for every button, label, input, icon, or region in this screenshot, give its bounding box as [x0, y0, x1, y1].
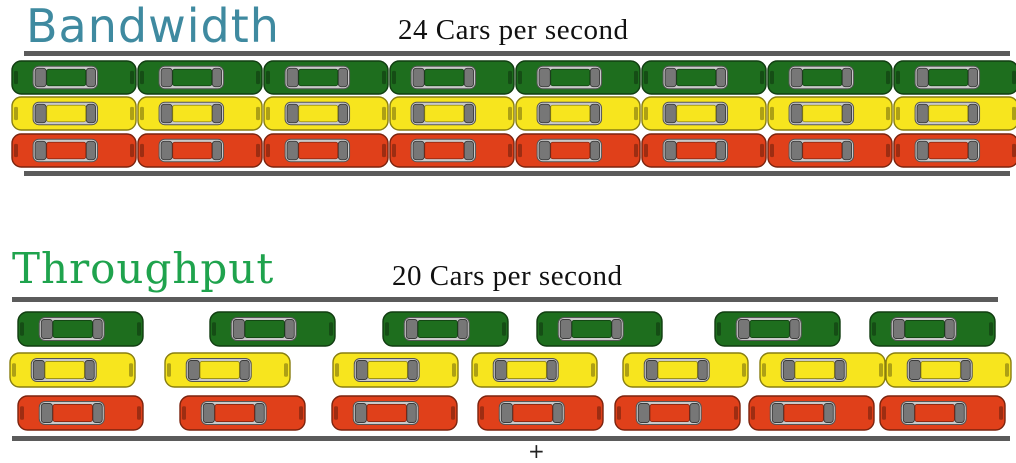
car-yellow — [11, 96, 137, 131]
throughput-road-top-line — [12, 297, 998, 302]
car-red — [17, 395, 144, 431]
car-green — [209, 311, 336, 347]
car-green — [382, 311, 509, 347]
car-green — [137, 60, 263, 95]
car-green — [767, 60, 893, 95]
car-green — [389, 60, 515, 95]
car-green — [536, 311, 663, 347]
car-green — [714, 311, 841, 347]
car-green — [893, 60, 1016, 95]
car-red — [748, 395, 875, 431]
car-red — [331, 395, 458, 431]
car-yellow — [332, 352, 459, 388]
car-red — [11, 133, 137, 168]
car-yellow — [622, 352, 749, 388]
car-yellow — [641, 96, 767, 131]
car-red — [879, 395, 1006, 431]
car-green — [869, 311, 996, 347]
car-green — [17, 311, 144, 347]
car-green — [11, 60, 137, 95]
car-yellow — [389, 96, 515, 131]
car-red — [179, 395, 306, 431]
car-yellow — [9, 352, 136, 388]
throughput-road-bottom-line — [12, 436, 1010, 441]
car-red — [767, 133, 893, 168]
car-yellow — [137, 96, 263, 131]
car-yellow — [893, 96, 1016, 131]
car-yellow — [515, 96, 641, 131]
bottom-mark: + — [528, 439, 545, 463]
car-red — [893, 133, 1016, 168]
car-red — [515, 133, 641, 168]
bandwidth-road-bottom-line — [24, 171, 1010, 176]
car-yellow — [885, 352, 1012, 388]
car-yellow — [767, 96, 893, 131]
bandwidth-rate: 24 Cars per second — [398, 14, 629, 46]
car-red — [263, 133, 389, 168]
bandwidth-cars — [11, 60, 1016, 168]
car-red — [477, 395, 604, 431]
car-red — [641, 133, 767, 168]
car-yellow — [263, 96, 389, 131]
car-yellow — [471, 352, 598, 388]
car-yellow — [164, 352, 291, 388]
throughput-title: Throughput — [12, 244, 275, 293]
throughput-cars — [9, 311, 1012, 431]
car-green — [263, 60, 389, 95]
car-yellow — [759, 352, 886, 388]
car-red — [137, 133, 263, 168]
bandwidth-title: Bandwidth — [26, 0, 280, 53]
car-green — [515, 60, 641, 95]
throughput-rate: 20 Cars per second — [392, 260, 623, 292]
car-green — [641, 60, 767, 95]
car-red — [614, 395, 741, 431]
car-red — [389, 133, 515, 168]
bandwidth-road-top-line — [24, 51, 1010, 56]
